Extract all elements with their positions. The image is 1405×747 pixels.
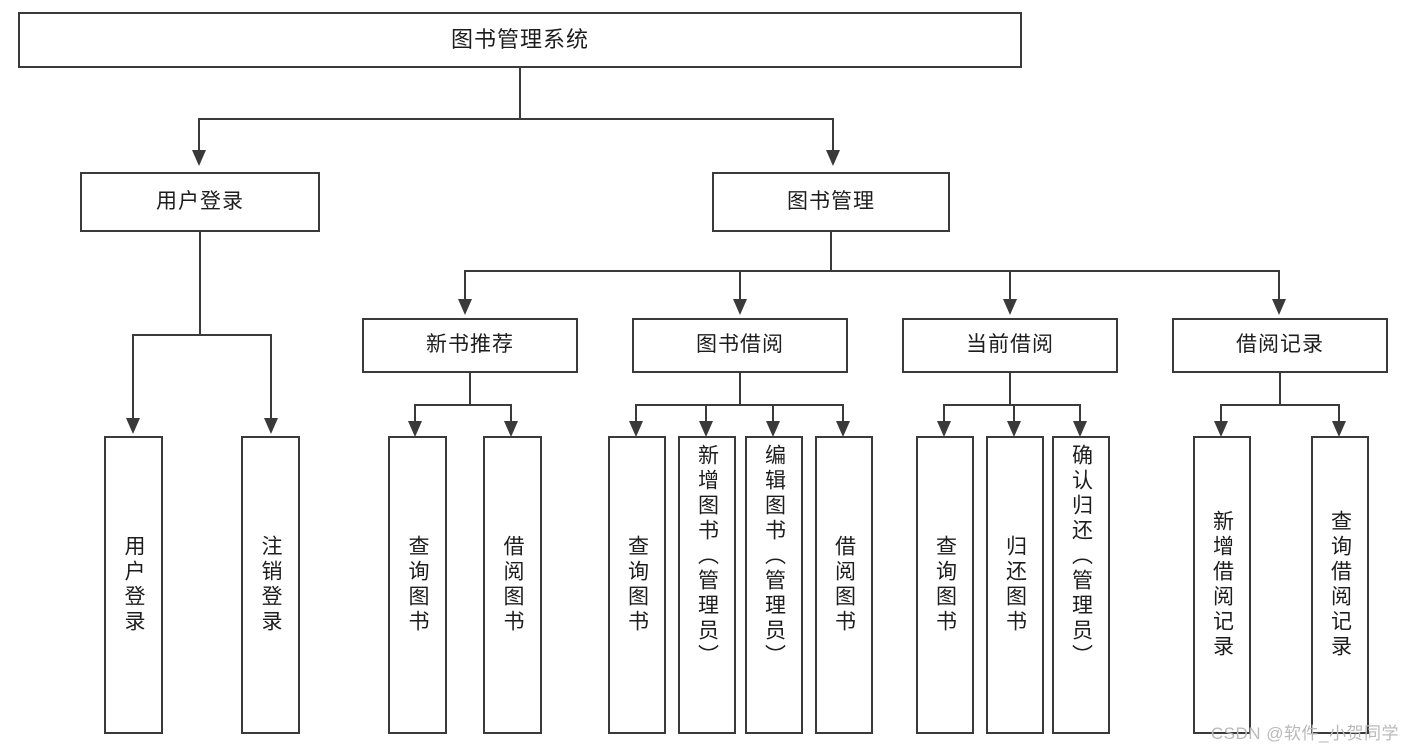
- arrow-to-current-borrow: [1003, 299, 1017, 315]
- connector-current-borrow-stem: [1009, 373, 1011, 405]
- leaf-confirm-return-admin[interactable]: 确认归还（管理员）: [1052, 436, 1110, 734]
- connector-borrow-records-child-1: [1220, 404, 1222, 426]
- connector-borrow-records-child-2: [1338, 404, 1340, 426]
- connector-to-book-manage: [832, 118, 834, 150]
- arrow-book-borrow-child-1: [629, 421, 643, 437]
- arrow-to-user-login: [192, 150, 206, 166]
- connector-borrow-records-bus: [1220, 404, 1340, 406]
- leaf-user-login[interactable]: 用户登录: [104, 436, 163, 734]
- node-book-management[interactable]: 图书管理: [712, 172, 950, 232]
- arrow-book-borrow-child-3: [766, 421, 780, 437]
- node-label: 借阅记录: [1236, 333, 1324, 357]
- node-label: 确认归还（管理员）: [1069, 444, 1093, 669]
- leaf-edit-book-admin[interactable]: 编辑图书（管理员）: [745, 436, 803, 734]
- arrow-current-borrow-child-1: [937, 421, 951, 437]
- connector-book-borrow-child-1: [635, 404, 637, 426]
- connector-new-book-bus: [414, 404, 512, 406]
- node-borrow-records[interactable]: 借阅记录: [1172, 318, 1388, 373]
- watermark-text: CSDN @软件_小贺同学: [1210, 724, 1399, 743]
- node-label: 新增借阅记录: [1210, 510, 1234, 660]
- node-label: 图书借阅: [696, 333, 784, 357]
- leaf-add-book-admin[interactable]: 新增图书（管理员）: [678, 436, 736, 734]
- arrow-to-new-book: [458, 299, 472, 315]
- arrow-borrow-records-child-2: [1332, 421, 1346, 437]
- arrow-book-borrow-child-4: [836, 421, 850, 437]
- node-label: 借阅图书: [501, 535, 524, 635]
- node-label: 新增图书（管理员）: [695, 444, 719, 669]
- connector-to-new-book: [464, 270, 466, 299]
- connector-new-book-child-2: [510, 404, 512, 426]
- node-label: 查询借阅记录: [1328, 510, 1352, 660]
- arrow-new-book-child-2: [504, 421, 518, 437]
- node-label: 查询图书: [625, 535, 649, 635]
- arrow-current-borrow-child-2: [1007, 421, 1021, 437]
- node-current-borrow[interactable]: 当前借阅: [902, 318, 1118, 373]
- connector-book-borrow-stem: [739, 373, 741, 405]
- connector-current-borrow-child-1: [943, 404, 945, 426]
- leaf-query-book-borrow[interactable]: 查询图书: [608, 436, 666, 734]
- connector-user-login-stem: [199, 232, 201, 335]
- leaf-query-book-recommend[interactable]: 查询图书: [388, 436, 447, 734]
- leaf-borrow-book[interactable]: 借阅图书: [815, 436, 873, 734]
- arrow-to-borrow-records: [1272, 299, 1286, 315]
- node-label: 编辑图书（管理员）: [762, 444, 786, 669]
- node-label: 借阅图书: [832, 535, 856, 635]
- connector-new-book-stem: [469, 373, 471, 405]
- arrow-borrow-records-child-1: [1214, 421, 1228, 437]
- arrow-book-borrow-child-2: [699, 421, 713, 437]
- node-label: 用户登录: [122, 535, 145, 635]
- leaf-logout[interactable]: 注销登录: [241, 436, 300, 734]
- node-root-system[interactable]: 图书管理系统: [18, 12, 1022, 68]
- node-label: 查询图书: [406, 535, 429, 635]
- node-label: 归还图书: [1003, 535, 1027, 635]
- node-book-borrow[interactable]: 图书借阅: [632, 318, 848, 373]
- node-label: 图书管理系统: [450, 27, 589, 53]
- node-label: 用户登录: [156, 189, 244, 213]
- connector-to-borrow-records: [1278, 270, 1280, 299]
- connector-current-borrow-bus: [943, 404, 1080, 406]
- connector-level2-bus: [464, 270, 1280, 272]
- connector-current-borrow-child-2: [1013, 404, 1015, 426]
- connector-new-book-child-1: [414, 404, 416, 426]
- connector-book-borrow-bus: [635, 404, 844, 406]
- connector-to-user-login: [198, 118, 200, 150]
- arrow-current-borrow-child-3: [1073, 421, 1087, 437]
- connector-user-login-bus: [132, 334, 272, 336]
- connector-root-stem: [519, 68, 521, 119]
- arrow-user-login-child-2: [264, 418, 278, 434]
- leaf-return-book[interactable]: 归还图书: [986, 436, 1044, 734]
- connector-borrow-records-stem: [1279, 373, 1281, 405]
- connector-level1-bus: [198, 118, 834, 120]
- node-new-book-recommend[interactable]: 新书推荐: [362, 318, 578, 373]
- leaf-borrow-book-recommend[interactable]: 借阅图书: [483, 436, 542, 734]
- node-label: 注销登录: [259, 535, 282, 635]
- leaf-query-book-current[interactable]: 查询图书: [916, 436, 974, 734]
- arrow-user-login-child-1: [126, 418, 140, 434]
- node-label: 新书推荐: [426, 333, 514, 357]
- connector-to-current-borrow: [1009, 270, 1011, 299]
- connector-user-login-child-1: [132, 334, 134, 418]
- arrow-to-book-manage: [826, 150, 840, 166]
- leaf-query-borrow-record[interactable]: 查询借阅记录: [1311, 436, 1369, 734]
- node-label: 查询图书: [933, 535, 957, 635]
- node-label: 当前借阅: [966, 333, 1054, 357]
- arrow-to-book-borrow: [733, 299, 747, 315]
- leaf-add-borrow-record[interactable]: 新增借阅记录: [1193, 436, 1251, 734]
- node-user-login[interactable]: 用户登录: [80, 172, 320, 232]
- connector-to-book-borrow: [739, 270, 741, 299]
- node-label: 图书管理: [787, 189, 875, 213]
- connector-book-borrow-child-3: [772, 404, 774, 426]
- arrow-new-book-child-1: [408, 421, 422, 437]
- connector-current-borrow-child-3: [1079, 404, 1081, 426]
- connector-book-borrow-child-2: [705, 404, 707, 426]
- connector-user-login-child-2: [270, 334, 272, 418]
- connector-book-manage-stem: [830, 232, 832, 271]
- connector-book-borrow-child-4: [842, 404, 844, 426]
